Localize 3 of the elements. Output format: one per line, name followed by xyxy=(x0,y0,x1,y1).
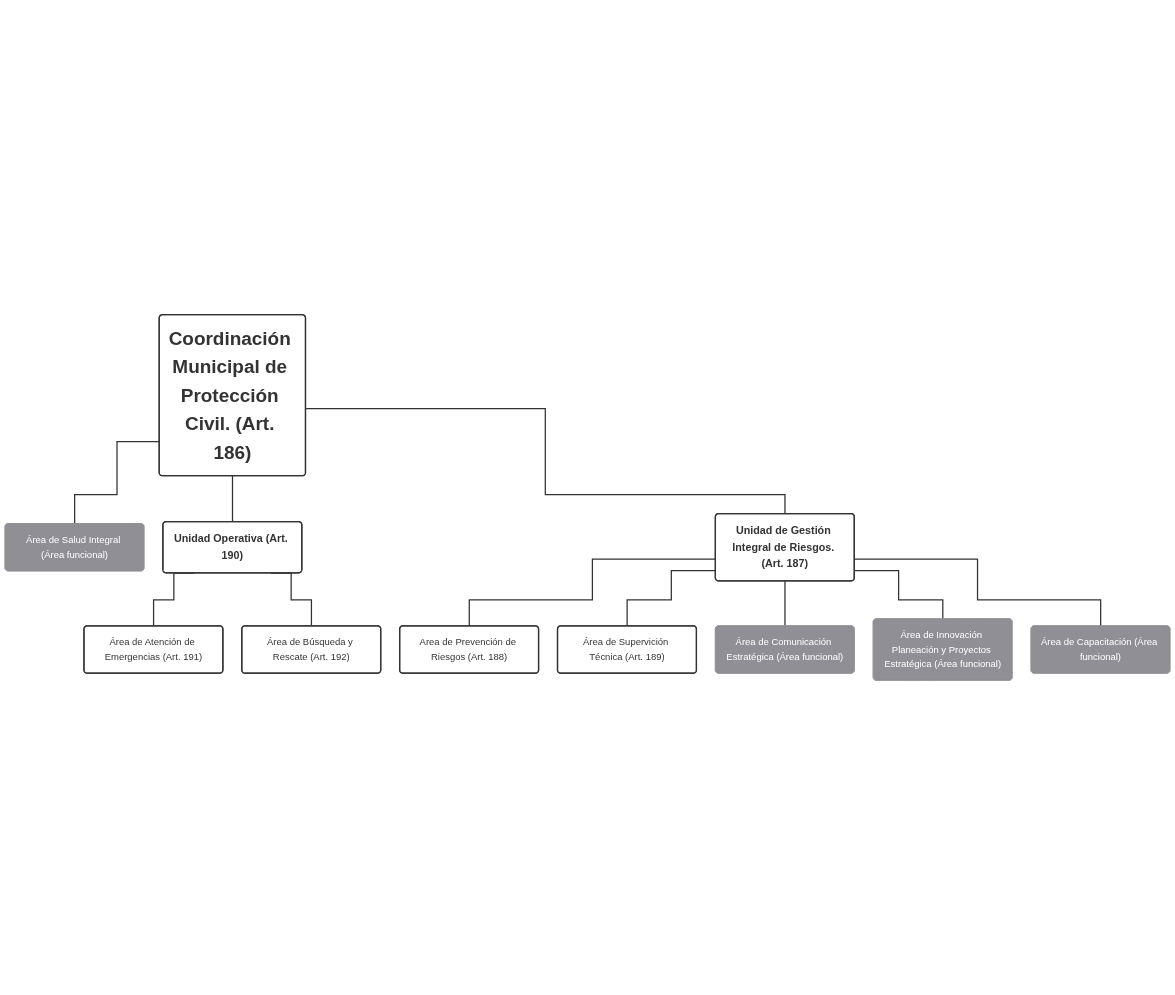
connector xyxy=(231,475,234,523)
connector xyxy=(784,580,786,627)
connector xyxy=(305,408,786,515)
